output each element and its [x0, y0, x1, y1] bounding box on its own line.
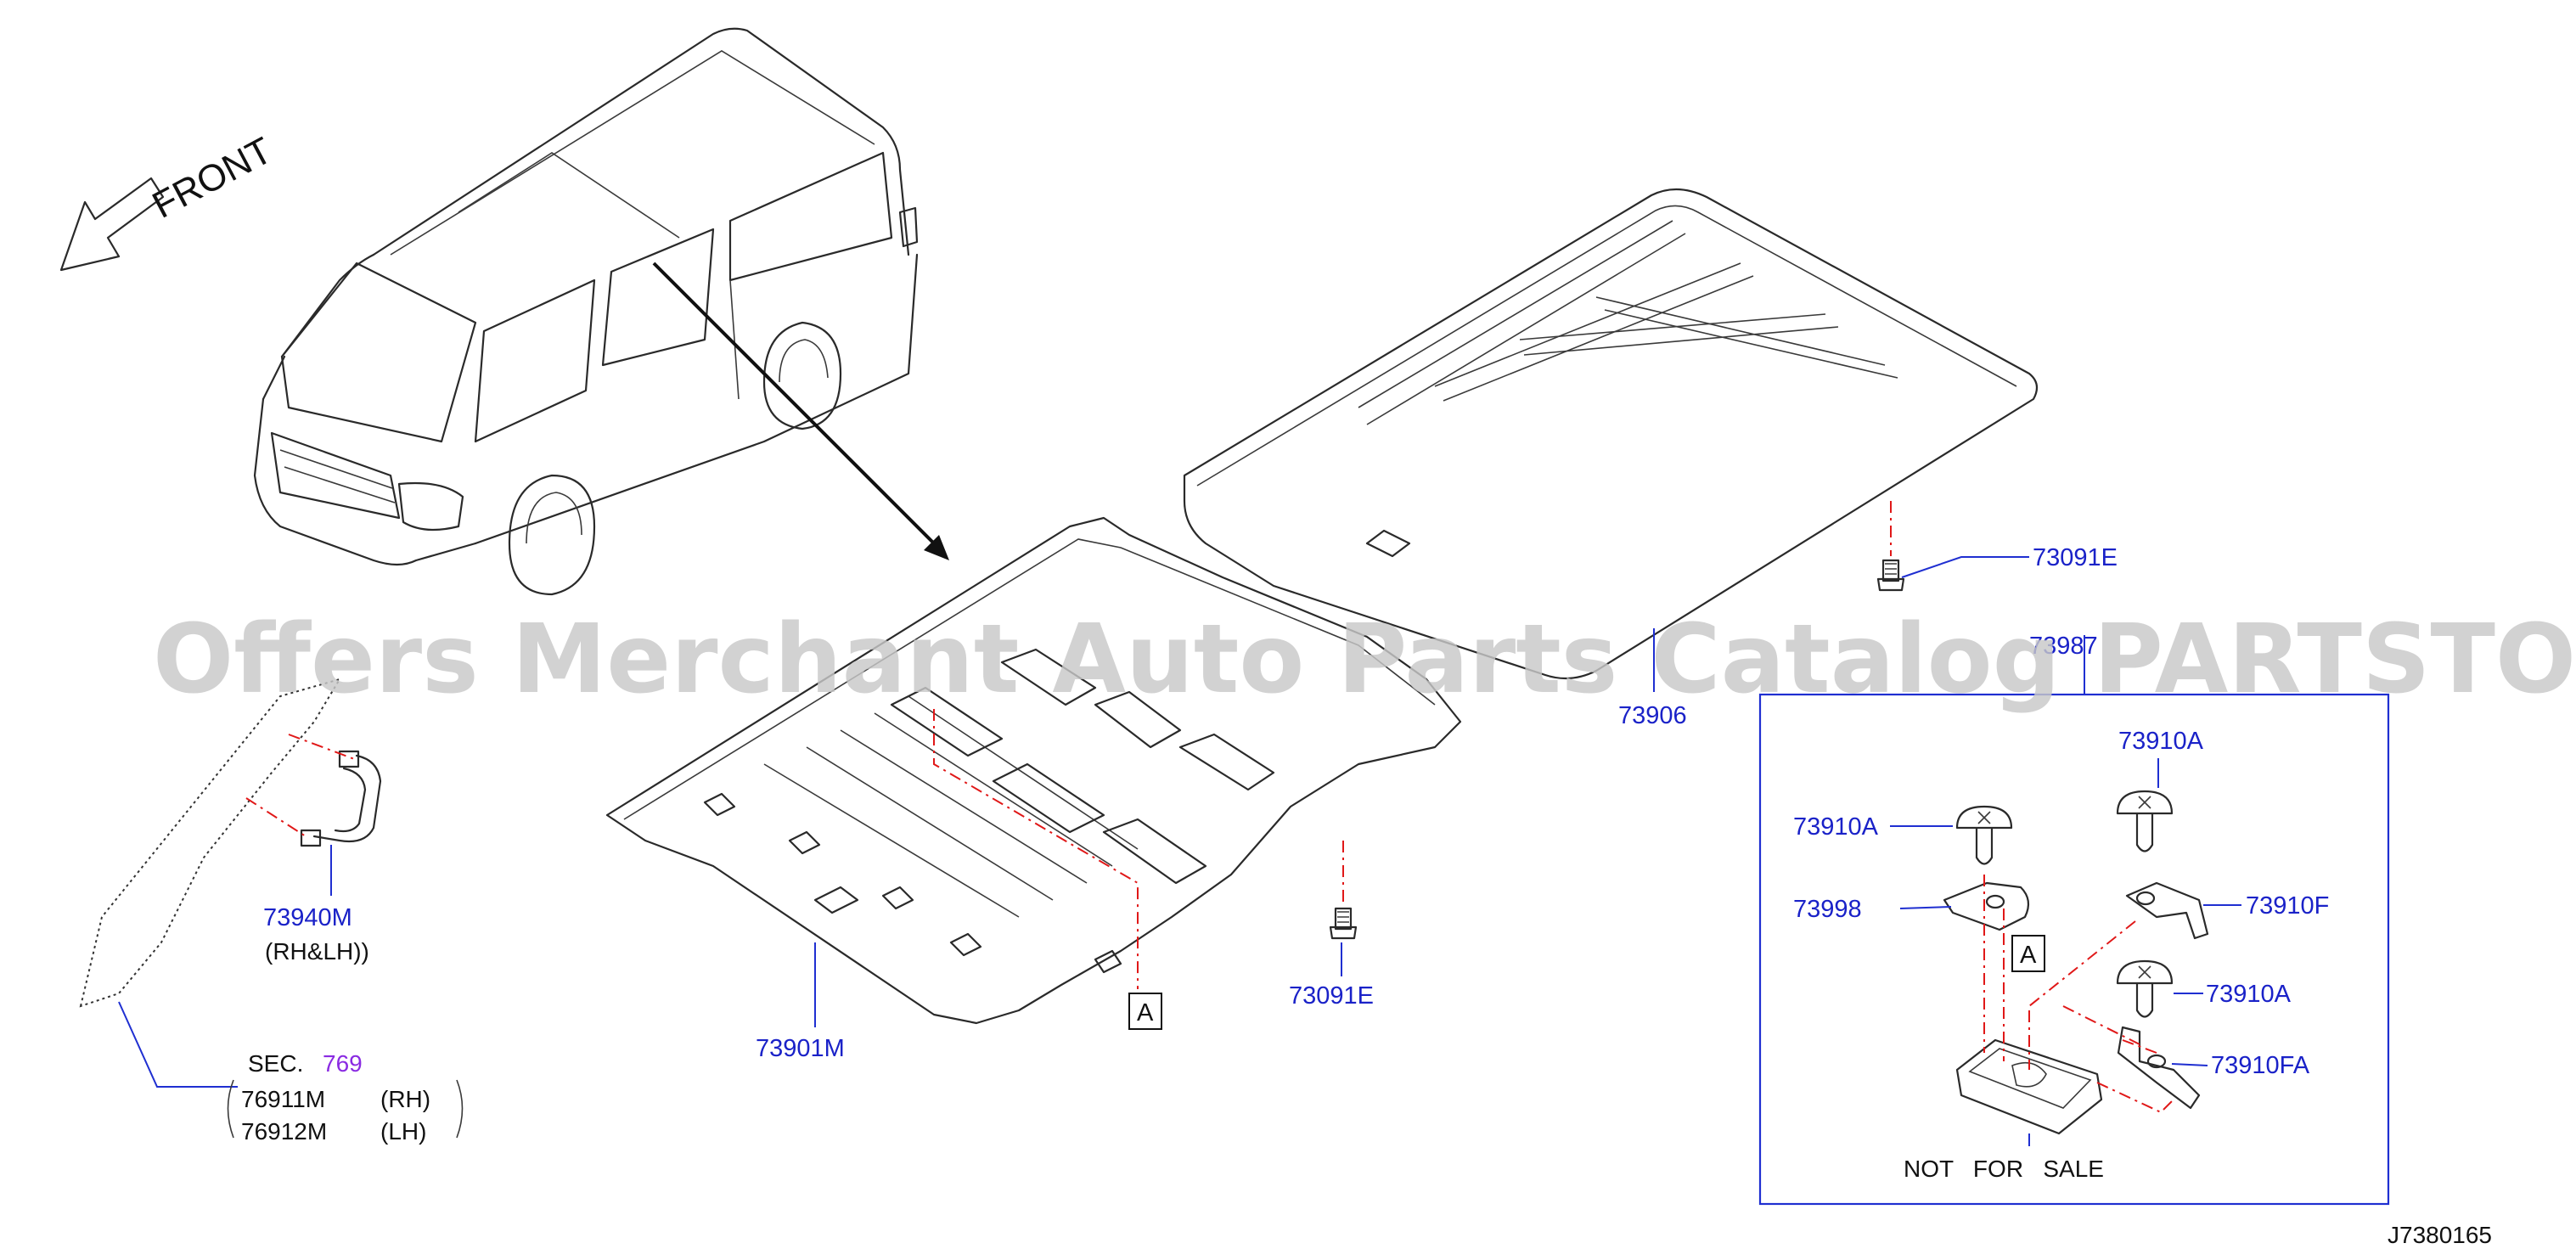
- label-73910A-right[interactable]: 73910A: [2206, 981, 2292, 1008]
- label-73091E-bottom[interactable]: 73091E: [1289, 982, 1374, 1010]
- ref-mark-a-detail: A: [2011, 935, 2045, 972]
- diagram-id: J7380165: [2388, 1222, 2492, 1248]
- screw-73910A-top-icon: [2116, 790, 2174, 852]
- label-73910F[interactable]: 73910F: [2246, 892, 2329, 920]
- clip-73091E-bottom-icon: [1329, 907, 1358, 940]
- label-73910FA[interactable]: 73910FA: [2211, 1052, 2310, 1079]
- section-row2-side: (LH): [380, 1118, 426, 1145]
- front-label: FRONT: [146, 129, 279, 226]
- watermark: Offers Merchant Auto Parts Catalog PARTS…: [153, 605, 2576, 715]
- screw-73910A-left-icon: [1955, 805, 2013, 865]
- bracket-73910FA-icon: [2117, 1026, 2201, 1110]
- screw-73910A-right-icon: [2116, 959, 2174, 1018]
- label-73987[interactable]: 73987: [2029, 633, 2098, 660]
- section-prefix: SEC.: [248, 1050, 303, 1077]
- pillar-trim: [79, 678, 382, 1008]
- section-row2-part: 76912M: [241, 1118, 327, 1145]
- bracket-73998-icon: [1943, 881, 2030, 931]
- section-row1-side: (RH): [380, 1086, 430, 1112]
- section-number-link[interactable]: 769: [323, 1050, 363, 1077]
- label-73910A-left[interactable]: 73910A: [1793, 813, 1879, 841]
- label-73901M[interactable]: 73901M: [756, 1035, 845, 1062]
- room-lamp-icon: [1955, 1038, 2103, 1135]
- bracket-73910F-icon: [2125, 881, 2209, 940]
- front-arrow-icon: [59, 177, 165, 272]
- ref-mark-a-main: A: [1128, 993, 1162, 1030]
- label-73998[interactable]: 73998: [1793, 896, 1862, 923]
- svg-text:A: A: [1137, 999, 1154, 1027]
- label-73940M[interactable]: 73940M: [263, 904, 352, 931]
- detail-box-73987: [1758, 693, 2390, 1206]
- label-73940M-note: (RH&LH)): [265, 938, 369, 965]
- headlining-73901M: [605, 516, 1462, 1025]
- roof-trim-73906: [1183, 188, 2039, 680]
- not-for-sale-label: NOT FOR SALE: [1904, 1156, 2104, 1182]
- pointer-arrow-icon: [652, 262, 949, 560]
- label-73906[interactable]: 73906: [1618, 702, 1687, 729]
- svg-text:A: A: [2020, 942, 2037, 969]
- label-73910A-top[interactable]: 73910A: [2118, 728, 2204, 755]
- van-illustration: [253, 27, 919, 596]
- label-73091E-top[interactable]: 73091E: [2033, 544, 2118, 571]
- section-row1-part: 76911M: [241, 1086, 325, 1112]
- clip-73091E-top-icon: [1876, 559, 1905, 592]
